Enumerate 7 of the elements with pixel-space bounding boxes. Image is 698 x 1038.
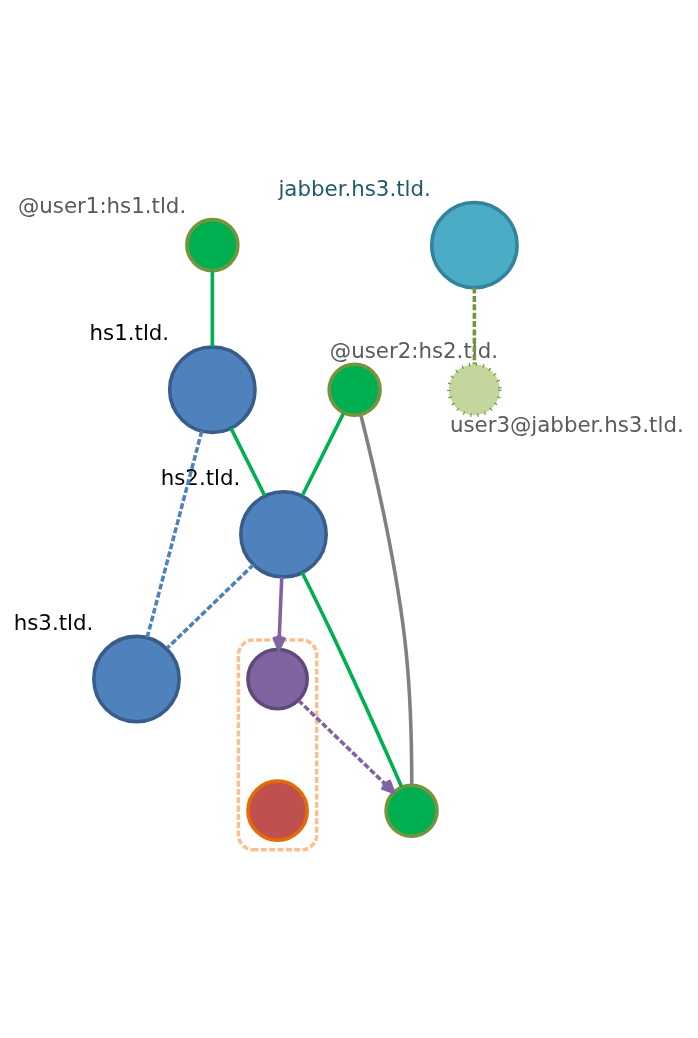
node-label: jabber.hs3.tld. [278, 175, 431, 201]
node-label: @user1:hs1.tld. [18, 193, 187, 219]
node-label: @user2:hs2.tld. [329, 337, 499, 363]
node-label: user3@jabber.hs3.tld. [449, 412, 684, 438]
node-label: hs3.tld. [13, 609, 94, 635]
node-label: hs2.tld. [160, 465, 241, 491]
node-label: hs1.tld. [89, 320, 170, 346]
